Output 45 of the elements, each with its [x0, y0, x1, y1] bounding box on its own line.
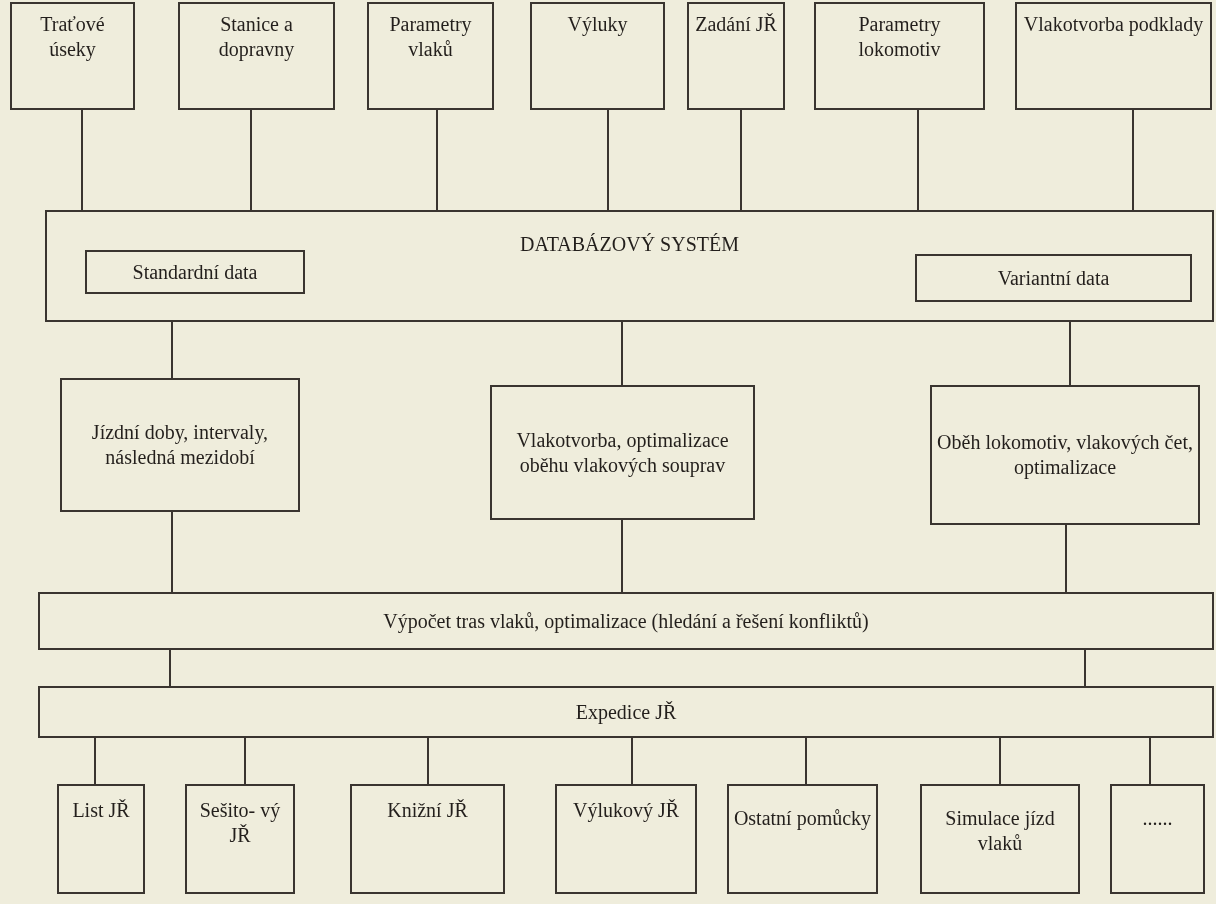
connector-line [805, 737, 807, 785]
connector-line [740, 109, 742, 211]
connector-line [999, 737, 1001, 785]
process-box: ...... [1110, 784, 1205, 894]
process-box: Traťové úseky [10, 2, 135, 110]
process-box: Parametry vlaků [367, 2, 494, 110]
process-box: Ostatní pomůcky [727, 784, 878, 894]
process-box: Simulace jízd vlaků [920, 784, 1080, 894]
process-box: Zadání JŘ [687, 2, 785, 110]
connector-line [244, 737, 246, 785]
connector-line [169, 649, 171, 687]
connector-line [1069, 321, 1071, 386]
connector-line [1065, 524, 1067, 593]
process-box: Expedice JŘ [38, 686, 1214, 738]
process-box: Vlakotvorba podklady [1015, 2, 1212, 110]
process-box: Výpočet tras vlaků, optimalizace (hledání a řešení konfliktů) [38, 592, 1214, 650]
connector-line [81, 109, 83, 211]
connector-line [917, 109, 919, 211]
connector-line [250, 109, 252, 211]
connector-line [171, 321, 173, 379]
connector-line [621, 519, 623, 593]
process-box: Výluky [530, 2, 665, 110]
connector-line [607, 109, 609, 211]
connector-line [621, 321, 623, 386]
process-box: Variantní data [915, 254, 1192, 302]
process-box: Parametry lokomotiv [814, 2, 985, 110]
process-box: Standardní data [85, 250, 305, 294]
process-box: Výlukový JŘ [555, 784, 697, 894]
process-box: Jízdní doby, intervaly, následná mezidobí [60, 378, 300, 512]
process-box [45, 210, 1214, 322]
connector-line [171, 511, 173, 593]
process-box: Knižní JŘ [350, 784, 505, 894]
process-box: List JŘ [57, 784, 145, 894]
process-box: Sešito- vý JŘ [185, 784, 295, 894]
connector-line [427, 737, 429, 785]
connector-line [1084, 649, 1086, 687]
box-title: DATABÁZOVÝ SYSTÉM [519, 232, 740, 257]
process-box: Stanice a dopravny [178, 2, 335, 110]
connector-line [1149, 737, 1151, 785]
process-box: Oběh lokomotiv, vlakových čet, optimalizace [930, 385, 1200, 525]
connector-line [436, 109, 438, 211]
process-box: Vlakotvorba, optimalizace oběhu vlakových souprav [490, 385, 755, 520]
connector-line [94, 737, 96, 785]
connector-line [631, 737, 633, 785]
connector-line [1132, 109, 1134, 211]
